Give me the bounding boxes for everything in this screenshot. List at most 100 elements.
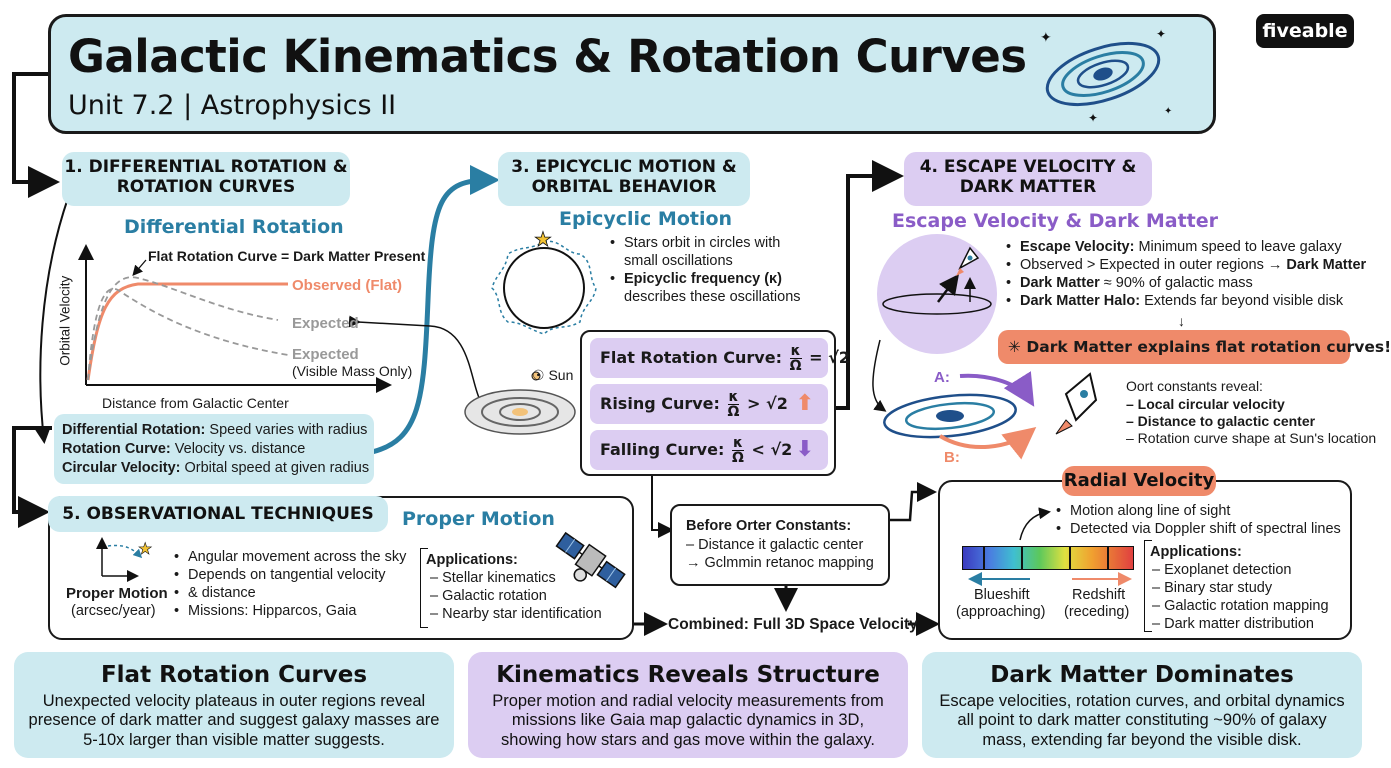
rotation-curve-chart xyxy=(78,244,392,393)
s4-b1-plain: Minimum speed to leave galaxy xyxy=(1134,239,1342,255)
burst-icon: ✳ xyxy=(1008,338,1021,356)
section4-bullet: Dark Matter Halo: Extends far beyond vis… xyxy=(1006,292,1366,310)
chart-xlabel: Distance from Galactic Center xyxy=(102,395,289,411)
section3-bullet-1a: Stars orbit in circles with xyxy=(624,235,781,251)
section5-pill: 5. OBSERVATIONAL TECHNIQUES xyxy=(48,496,388,532)
radial-apps-title: Applications: xyxy=(1150,544,1242,560)
frac-num: κ xyxy=(727,389,740,405)
frac-num: κ xyxy=(789,343,802,359)
section3-bullet-2b: describes these oscillations xyxy=(624,289,801,306)
section4-bullet: Escape Velocity: Minimum speed to leave … xyxy=(1006,238,1366,256)
section3-bullets: Stars orbit in circles with small oscilla… xyxy=(610,234,801,307)
down-arrow-icon: ↓ xyxy=(1178,313,1185,329)
pm-label: Proper Motion xyxy=(66,585,168,602)
expected-visible-curve xyxy=(87,288,289,381)
observed-curve xyxy=(86,282,288,381)
svg-text:★: ★ xyxy=(534,227,552,251)
section5-apps-bracket xyxy=(420,548,428,628)
label-a: A: xyxy=(934,369,950,386)
section5-app-item: – Galactic rotation xyxy=(430,588,547,605)
summary-card-kinematics: Kinematics Reveals Structure Proper moti… xyxy=(468,652,908,758)
spectral-lines xyxy=(983,546,1109,570)
label-expected-visible: Expected xyxy=(292,346,359,363)
galaxy-sun-icon xyxy=(464,371,576,435)
svg-text:✦: ✦ xyxy=(1156,27,1166,41)
s4-b3-plain: ≈ 90% of galactic mass xyxy=(1099,275,1253,292)
header-panel xyxy=(48,14,1216,134)
page-title: Galactic Kinematics & Rotation Curves xyxy=(68,30,1027,83)
radial-app-item: – Galactic rotation mapping xyxy=(1152,598,1329,615)
summary-card-body: Proper motion and radial velocity measur… xyxy=(492,692,884,749)
dark-matter-callout: ✳ Dark Matter explains flat rotation cur… xyxy=(998,330,1391,364)
s4-b4-bold: Dark Matter Halo: xyxy=(1020,293,1141,310)
galaxy-rotation-diagram xyxy=(883,371,1098,460)
section3-bullet-1b: small oscillations xyxy=(624,253,733,270)
s4-b1-bold: Escape Velocity: xyxy=(1020,239,1135,255)
def-differential-desc: Speed varies with radius xyxy=(205,422,368,438)
def-circular-term: Circular Velocity: xyxy=(62,460,181,476)
svg-text:✦: ✦ xyxy=(1040,30,1052,46)
summary-card-dark-matter: Dark Matter Dominates Escape velocities,… xyxy=(922,652,1362,758)
ratio-falling-label: Falling Curve: xyxy=(600,440,725,459)
sun-label-text: Sun xyxy=(548,367,574,383)
s4-b2-bold: Dark Matter xyxy=(1286,257,1367,274)
ratio-rising-label: Rising Curve: xyxy=(600,394,720,413)
section3-pill: 3. EPICYCLIC MOTION & ORBITAL BEHAVIOR xyxy=(498,152,750,206)
def-rotation: Rotation Curve: Velocity vs. distance xyxy=(62,440,305,459)
definitions-box xyxy=(54,414,374,484)
radial-pill: Radial Velocity xyxy=(1062,466,1216,496)
section1-pill: 1. DIFFERENTIAL ROTATION & ROTATION CURV… xyxy=(62,152,350,206)
section5-bullet: Angular movement across the sky xyxy=(174,548,406,566)
summary-card-title: Kinematics Reveals Structure xyxy=(496,662,880,688)
spiral-galaxy-icon: ✦ ✦ ✦ ✦ xyxy=(1040,27,1172,125)
def-differential-term: Differential Rotation: xyxy=(62,422,206,438)
summary-card-title: Dark Matter Dominates xyxy=(990,662,1294,688)
svg-text:✦: ✦ xyxy=(1164,106,1172,117)
section1-heading: Differential Rotation xyxy=(124,216,344,238)
blueshift-sub: (approaching) xyxy=(956,604,1046,620)
before-oort-title: Before Orter Constants: xyxy=(686,518,852,534)
fiveable-logo: fiveable xyxy=(1256,14,1354,48)
svg-text:★: ★ xyxy=(138,539,152,558)
arrow-down-icon: ⬇ xyxy=(795,437,814,462)
radial-bullet: Motion along line of sight xyxy=(1056,502,1341,520)
arrow-up-icon: ⬆ xyxy=(795,391,814,416)
pm-unit: (arcsec/year) xyxy=(71,603,156,619)
section5-bullets: Angular movement across the sky Depends … xyxy=(174,548,406,621)
proper-motion-icon: ★ xyxy=(96,537,153,582)
radial-app-item: – Dark matter distribution xyxy=(1152,616,1314,633)
oort-item: – Rotation curve shape at Sun's location xyxy=(1126,430,1377,446)
combined-label: Combined: Full 3D Space Velocity xyxy=(668,616,918,633)
epicycle-icon: ★ xyxy=(491,227,597,335)
ratio-falling-op: < √2 xyxy=(751,440,793,459)
section5-app-item: – Stellar kinematics xyxy=(430,570,556,586)
callout-text: Dark Matter explains flat rotation curve… xyxy=(1026,338,1391,356)
radial-pill-text: Radial Velocity xyxy=(1063,470,1215,491)
radial-bullets: Motion along line of sight Detected via … xyxy=(1056,502,1341,538)
summary-card-flat-rotation: Flat Rotation Curves Unexpected velocity… xyxy=(14,652,454,758)
summary-card-body: Unexpected velocity plateaus in outer re… xyxy=(28,692,440,749)
section3-pill-text: 3. EPICYCLIC MOTION & ORBITAL BEHAVIOR xyxy=(511,157,737,198)
section5-bullet: Missions: Hipparcos, Gaia xyxy=(174,602,406,620)
label-expected-visible-2: (Visible Mass Only) xyxy=(292,363,413,379)
frac-num: κ xyxy=(731,435,744,451)
before-oort-box xyxy=(670,504,890,586)
def-rotation-desc: Velocity vs. distance xyxy=(170,441,306,457)
def-circular-desc: Orbital speed at given radius xyxy=(180,460,370,476)
section4-bullets: Escape Velocity: Minimum speed to leave … xyxy=(1006,238,1366,311)
svg-text:✦: ✦ xyxy=(1088,111,1098,125)
section3-bullet: Epicyclic frequency (κ)describes these o… xyxy=(610,270,801,306)
redshift-sub: (receding) xyxy=(1064,604,1130,620)
section1-pill-text: 1. DIFFERENTIAL ROTATION & ROTATION CURV… xyxy=(64,157,348,198)
def-differential: Differential Rotation: Speed varies with… xyxy=(62,421,367,440)
section4-pill: 4. ESCAPE VELOCITY & DARK MATTER xyxy=(904,152,1152,206)
blueshift-label: Blueshift xyxy=(974,587,1030,603)
radial-apps-bracket xyxy=(1144,540,1152,632)
radial-bullet: Detected via Doppler shift of spectral l… xyxy=(1056,520,1341,538)
ratio-flat-label: Flat Rotation Curve: xyxy=(600,348,782,367)
